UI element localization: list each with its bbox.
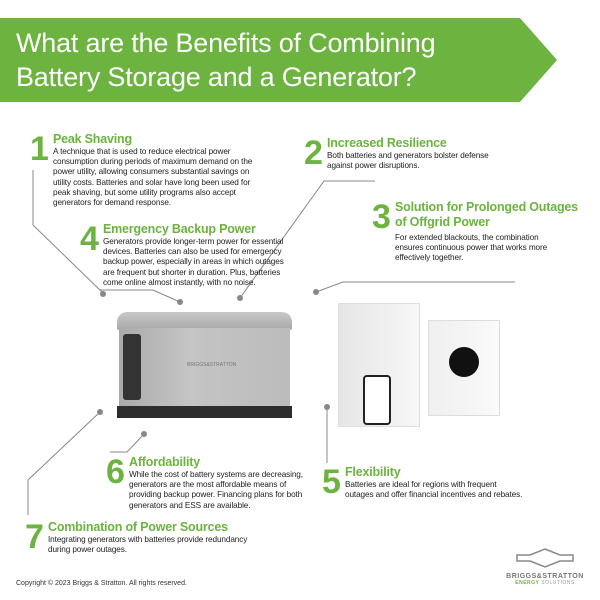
benefit-text: Batteries are ideal for regions with fre… [345, 480, 523, 500]
phone-app-image [363, 375, 391, 425]
brand-logo: BRIGGS&STRATTON ENERGY SOLUTIONS [500, 548, 590, 586]
benefit-text: Integrating generators with batteries pr… [48, 535, 248, 555]
benefit-7: 7 Combination of Power Sources Integrati… [25, 520, 265, 555]
benefit-5: 5 Flexibility Batteries are ideal for re… [322, 465, 527, 500]
benefit-number: 7 [25, 518, 44, 556]
generator-image: BRIGGS&STRATTON [117, 312, 292, 422]
benefit-title: Increased Resilience [327, 136, 447, 150]
benefit-text: For extended blackouts, the combination … [395, 233, 548, 263]
benefit-text: A technique that is used to reduce elect… [53, 147, 253, 208]
benefit-number: 4 [80, 220, 99, 258]
benefit-title: Flexibility [345, 465, 401, 479]
title-line-1: What are the Benefits of Combining [16, 28, 436, 58]
brand-name: BRIGGS&STRATTON [506, 573, 584, 580]
benefit-2: 2 Increased Resilience Both batteries an… [304, 136, 504, 171]
inverter-image [428, 320, 500, 416]
benefit-1: 1 Peak Shaving A technique that is used … [30, 132, 258, 208]
benefit-number: 6 [106, 453, 125, 491]
benefit-4: 4 Emergency Backup Power Generators prov… [80, 222, 292, 288]
brand-diamond-icon [516, 548, 574, 568]
benefit-text: Both batteries and generators bolster de… [327, 151, 489, 171]
brand-sub-energy: ENERGY [515, 580, 540, 586]
copyright: Copyright © 2023 Briggs & Stratton. All … [16, 580, 187, 587]
benefit-number: 3 [372, 198, 391, 236]
brand-sub-solutions: SOLUTIONS [541, 580, 575, 586]
benefit-6: 6 Affordability While the cost of batter… [106, 455, 318, 511]
benefit-title: Peak Shaving [53, 132, 132, 146]
benefit-title: Affordability [129, 455, 201, 469]
benefit-text: Generators provide longer-term power for… [103, 237, 284, 287]
benefit-number: 2 [304, 134, 323, 172]
generator-logo-text: BRIGGS&STRATTON [187, 362, 237, 368]
benefit-title-line-1: Solution for Prolonged Outages [395, 200, 578, 214]
benefit-title: Emergency Backup Power [103, 222, 256, 236]
benefit-title-line-2: of Offgrid Power [395, 215, 490, 229]
benefit-text: While the cost of battery systems are de… [129, 470, 303, 510]
title-line-2: Battery Storage and a Generator? [16, 62, 417, 92]
inverter-display [449, 347, 479, 377]
brand-subtitle: ENERGY SOLUTIONS [500, 580, 590, 586]
benefit-number: 5 [322, 463, 341, 501]
benefit-number: 1 [30, 130, 49, 168]
benefit-title: Combination of Power Sources [48, 520, 228, 534]
